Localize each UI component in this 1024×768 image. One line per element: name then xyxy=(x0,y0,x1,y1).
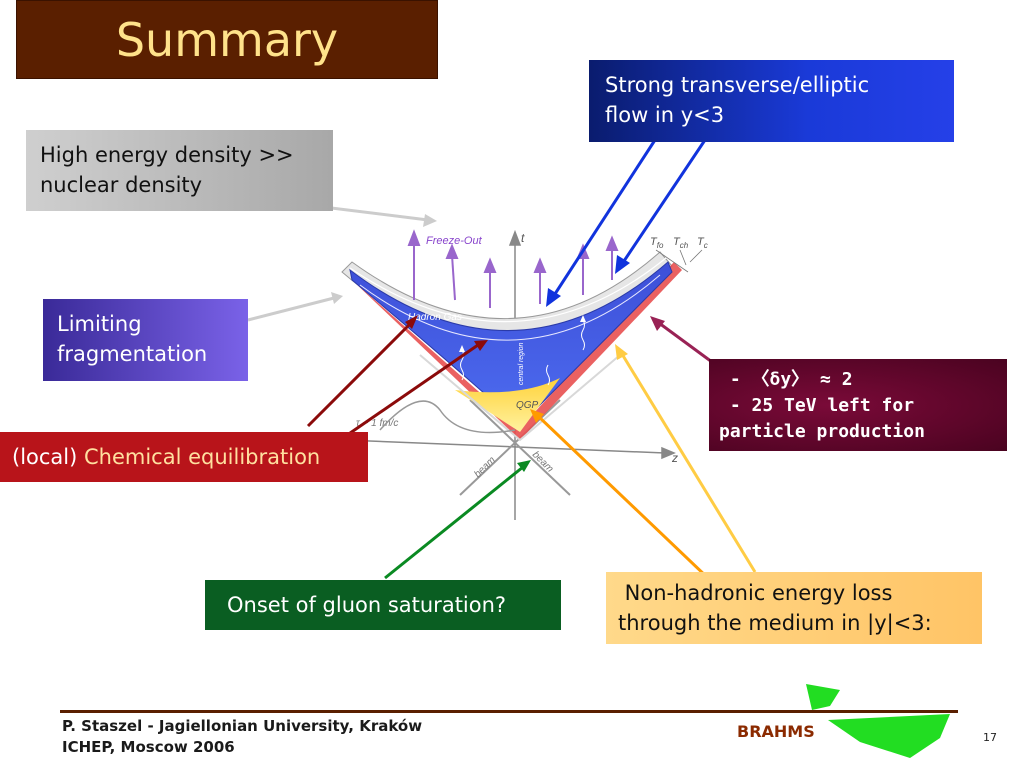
qgp-region xyxy=(455,378,560,432)
footer-author: P. Staszel - Jagiellonian University, Kr… xyxy=(62,716,422,758)
limiting-fragmentation-callout: Limiting fragmentation xyxy=(43,299,248,381)
t-c-label: Tc xyxy=(697,236,708,250)
outer-band xyxy=(341,251,673,345)
limiting-line-1: Limiting xyxy=(57,312,142,336)
hadron-red-band xyxy=(352,262,682,440)
beam-line-left xyxy=(459,399,561,496)
limiting-line-2: fragmentation xyxy=(57,342,208,366)
freeze-out-arrows xyxy=(407,229,619,308)
flow-line-1: Strong transverse/elliptic xyxy=(605,73,870,97)
nonhad-line-2: through the medium in |y|<3: xyxy=(618,611,932,635)
tau-label: τ ~ 1 fm/c xyxy=(356,418,398,429)
beam-line-right xyxy=(469,399,571,496)
flow-arrow-1 xyxy=(551,139,657,298)
nonhad-arrow-1 xyxy=(536,414,712,582)
flow-line-2: flow in y<3 xyxy=(605,103,725,127)
dy-line-1: - 〈δy〉 ≈ 2 xyxy=(719,369,853,390)
gluon-arrow xyxy=(384,465,524,580)
central-region-label: central region xyxy=(518,342,525,385)
t-ch-label: Tch xyxy=(673,236,689,250)
dy-line-3: particle production xyxy=(719,421,925,442)
light-cone-inner xyxy=(419,354,621,442)
qgp-label: QGP xyxy=(516,400,539,411)
brahms-label: BRAHMS xyxy=(737,722,815,741)
nonhad-line-1: Non-hadronic energy loss xyxy=(618,581,893,605)
hyperbola-fo xyxy=(349,257,667,323)
non-hadronic-callout: Non-hadronic energy loss through the med… xyxy=(606,572,982,644)
page-number: 17 xyxy=(983,731,997,744)
t-axis-label: t xyxy=(521,231,525,245)
dy-line-2: - 25 TeV left for xyxy=(719,395,915,416)
delta-y-callout: - 〈δy〉 ≈ 2 - 25 TeV left for particle pr… xyxy=(709,359,1007,451)
freeze-out-label: Freeze-Out xyxy=(426,235,483,247)
z-axis-arrow xyxy=(661,446,676,460)
chem-arrow-1 xyxy=(306,321,413,428)
dy-arrow xyxy=(658,321,713,364)
flow-callout: Strong transverse/elliptic flow in y<3 xyxy=(589,60,954,142)
t-axis-arrow xyxy=(508,229,522,246)
hadron-gas-label: Hadron Gas xyxy=(408,312,462,323)
hadron-gas-region xyxy=(349,261,673,426)
footer-divider-right xyxy=(828,710,958,713)
chem-main: Chemical equilibration xyxy=(84,445,321,469)
footer-author-line-2: ICHEP, Moscow 2006 xyxy=(62,738,235,756)
energy-density-callout: High energy density >> nuclear density xyxy=(26,130,333,211)
photon-wiggles xyxy=(460,319,585,386)
chemical-equilibration-callout: (local) Chemical equilibration xyxy=(0,432,368,482)
brahms-logo-icon xyxy=(806,684,950,758)
energy-line-1: High energy density >> xyxy=(40,143,294,167)
z-axis-label: z xyxy=(671,451,678,465)
gluon-text: Onset of gluon saturation? xyxy=(227,593,507,617)
footer-divider xyxy=(60,710,830,713)
z-axis xyxy=(344,439,666,454)
chem-prefix: (local) xyxy=(12,445,84,469)
beam-left-label: beam xyxy=(472,455,497,480)
limiting-arrow xyxy=(247,296,335,322)
tau-curve xyxy=(379,400,516,434)
t-fo-label: Tfo xyxy=(650,236,664,250)
flow-arrow-2 xyxy=(620,139,707,265)
hyperbola-ch xyxy=(359,274,661,341)
slide-title-box: Summary xyxy=(16,0,438,79)
slide-title: Summary xyxy=(115,12,339,67)
beam-right-label: beam xyxy=(530,449,555,474)
axes xyxy=(344,229,676,520)
footer-author-line-1: P. Staszel - Jagiellonian University, Kr… xyxy=(62,717,423,735)
beam-lines xyxy=(459,399,571,496)
gluon-saturation-callout: Onset of gluon saturation? xyxy=(205,580,561,630)
energy-line-2: nuclear density xyxy=(40,173,203,197)
chem-arrow-2 xyxy=(339,343,479,442)
